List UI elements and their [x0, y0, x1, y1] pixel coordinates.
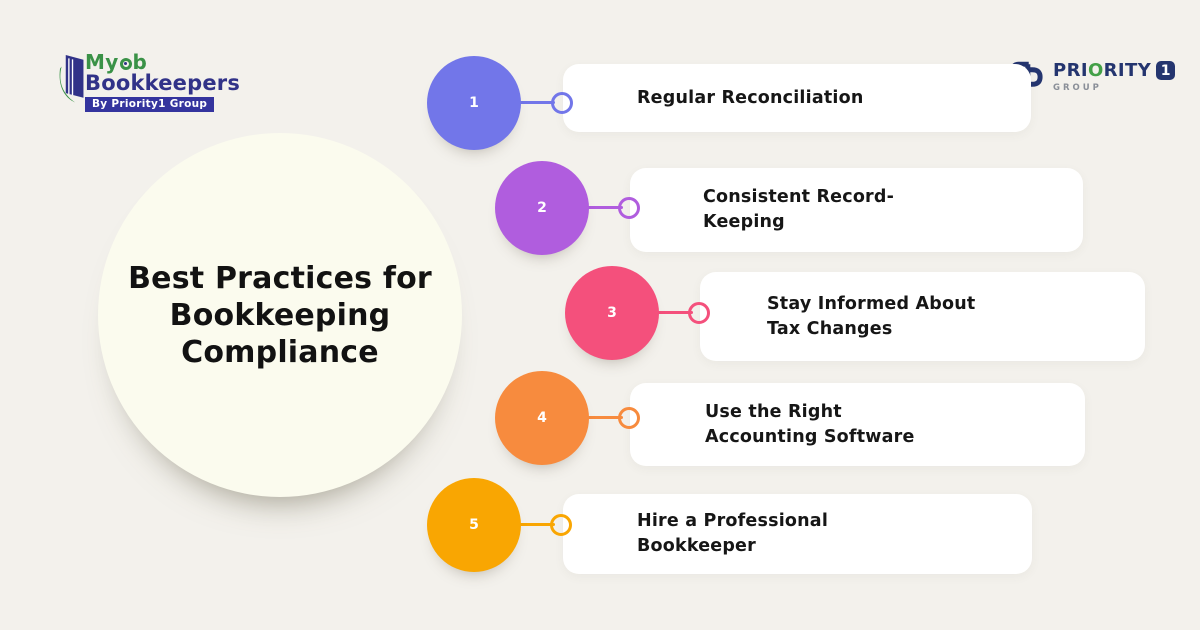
connector-ring-2 [618, 197, 640, 219]
book-leaf-icon [59, 55, 84, 103]
priority-wordmark: PRIORITY [1053, 59, 1152, 81]
myob-o-eye-icon [119, 58, 132, 70]
step-label-5-line-1: Hire a Professional [637, 511, 829, 531]
step-card-4: Use the Right Accounting Software [630, 383, 1085, 466]
priority-word-pre: PRI [1053, 59, 1088, 81]
step-circle-3: 3 [565, 266, 659, 360]
step-label-4-line-2: Accounting Software [705, 426, 915, 447]
step-label-3-line-1: Stay Informed About [767, 293, 976, 314]
step-label-2-line-1: Consistent Record- [703, 187, 895, 207]
connector-ring-4 [618, 407, 640, 429]
step-card-5: Hire a Professional Bookkeeper [563, 494, 1032, 574]
connector-ring-3 [688, 302, 710, 324]
step-circle-1: 1 [427, 56, 521, 150]
step-circle-5: 5 [427, 478, 521, 572]
step-card-1: Regular Reconciliation [563, 64, 1031, 132]
step-number-4: 4 [537, 410, 547, 426]
step-card-2: Consistent Record- Keeping [630, 168, 1083, 252]
title-line-2: Bookkeeping [169, 297, 391, 333]
step-number-5: 5 [469, 517, 479, 533]
step-card-3: Stay Informed About Tax Changes [700, 272, 1145, 361]
connector-line-5 [517, 523, 555, 526]
by-priority1-group-badge: By Priority1 Group [85, 97, 215, 112]
connector-line-2 [585, 206, 623, 209]
priority1-group-logo: PRIORITY 1 GROUP [1006, 56, 1176, 108]
step-label-3-line-2: Tax Changes [767, 318, 893, 339]
priority-word-post: RITY [1103, 59, 1152, 81]
step-label-4-line-1: Use the Right [705, 401, 842, 422]
myob-word-pre: My [85, 50, 119, 74]
step-circle-4: 4 [495, 371, 589, 465]
connector-line-1 [517, 101, 555, 104]
priority-o-letter: O [1087, 59, 1104, 81]
connector-line-4 [585, 416, 623, 419]
title-circle: Best Practices for Bookkeeping Complianc… [98, 133, 462, 497]
title-line-1: Best Practices for [128, 260, 432, 296]
myob-word-post: b [132, 50, 148, 74]
title-line-3: Compliance [181, 334, 379, 370]
step-number-2: 2 [537, 200, 547, 216]
bookkeepers-wordmark: Bookkeepers [85, 71, 241, 95]
priority-one-badge: 1 [1156, 61, 1176, 80]
step-number-3: 3 [607, 305, 617, 321]
step-label-1-line-1: Regular Reconciliation [637, 87, 864, 108]
step-number-1: 1 [469, 95, 479, 111]
myob-o-dot [123, 62, 127, 65]
step-label-5-line-2: Bookkeeper [637, 536, 756, 556]
connector-line-3 [655, 311, 693, 314]
step-circle-2: 2 [495, 161, 589, 255]
connector-ring-5 [550, 514, 572, 536]
group-wordmark: GROUP [1053, 83, 1102, 93]
step-label-2-line-2: Keeping [703, 212, 785, 232]
connector-ring-1 [551, 92, 573, 114]
